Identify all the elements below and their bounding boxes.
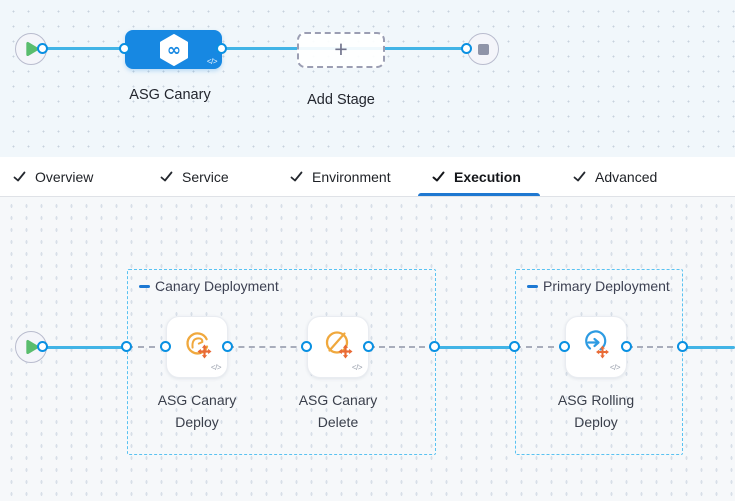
- check-icon: [160, 171, 173, 182]
- stage-config-tabbar: Overview Service Environment Execution A…: [0, 157, 735, 197]
- group-border-port[interactable]: [429, 341, 440, 352]
- dashed-connector: [127, 346, 166, 348]
- active-tab-underline: [418, 192, 540, 196]
- start-node-out-port[interactable]: [37, 43, 48, 54]
- step-asg-canary-delete[interactable]: </>: [307, 316, 369, 378]
- tab-advanced[interactable]: Advanced: [573, 157, 657, 196]
- step-out-port[interactable]: [363, 341, 374, 352]
- asg-canary-delete-icon: [325, 331, 353, 359]
- step-out-port[interactable]: [222, 341, 233, 352]
- collapse-group-icon[interactable]: [527, 284, 538, 288]
- step-in-port[interactable]: [160, 341, 171, 352]
- tab-execution[interactable]: Execution: [432, 157, 521, 196]
- play-icon: [26, 41, 39, 57]
- check-icon: [432, 171, 445, 182]
- end-node-in-port[interactable]: [461, 43, 472, 54]
- add-stage-label: Add Stage: [307, 92, 375, 108]
- tab-label: Environment: [312, 168, 391, 185]
- step-in-port[interactable]: [301, 341, 312, 352]
- tab-overview[interactable]: Overview: [13, 157, 93, 196]
- step-group-canary-deployment[interactable]: Canary Deployment: [127, 269, 436, 455]
- stage-out-port[interactable]: [216, 43, 227, 54]
- dashed-connector: [228, 346, 307, 348]
- flow-line: [43, 346, 127, 349]
- play-icon: [26, 339, 39, 355]
- stage-graph-canvas[interactable]: ∞ </> ASG Canary + Add Stage: [0, 0, 735, 157]
- stage-node-asg-canary[interactable]: ∞ </>: [125, 30, 222, 69]
- group-header: Primary Deployment: [527, 278, 670, 294]
- group-header: Canary Deployment: [139, 278, 279, 294]
- plus-icon: +: [334, 35, 348, 62]
- stage-in-port[interactable]: [119, 43, 130, 54]
- group-border-port[interactable]: [677, 341, 688, 352]
- flow-line: [435, 346, 515, 349]
- step-label: ASG Rolling Deploy: [557, 392, 635, 430]
- step-in-port[interactable]: [559, 341, 570, 352]
- tab-label: Overview: [35, 168, 94, 185]
- stage-label: ASG Canary: [129, 87, 211, 103]
- step-asg-canary-deploy[interactable]: </>: [166, 316, 228, 378]
- stop-icon: [477, 43, 489, 55]
- asg-rolling-deploy-icon: [585, 330, 609, 359]
- group-label: Primary Deployment: [543, 278, 670, 294]
- execution-graph-canvas[interactable]: Canary Deployment Primary Deployment: [0, 197, 735, 501]
- step-label: ASG Canary Delete: [298, 392, 378, 430]
- flow-line: [683, 346, 735, 349]
- dashed-connector: [627, 346, 683, 348]
- step-yaml-toggle-icon[interactable]: </>: [210, 363, 222, 372]
- tab-label: Advanced: [595, 168, 658, 185]
- harness-cd-stage-icon: ∞: [159, 33, 188, 66]
- step-yaml-toggle-icon[interactable]: </>: [609, 363, 621, 372]
- add-stage-button[interactable]: +: [297, 32, 385, 68]
- infinity-glyph: ∞: [166, 40, 180, 60]
- step-out-port[interactable]: [621, 341, 632, 352]
- stage-flow-line: [43, 47, 483, 50]
- tab-label: Execution: [454, 168, 521, 185]
- group-border-port[interactable]: [509, 341, 520, 352]
- asg-canary-deploy-icon: [186, 332, 212, 359]
- pipeline-end-node: [467, 33, 499, 65]
- dashed-connector: [515, 346, 565, 348]
- step-label: ASG Canary Deploy: [157, 392, 237, 430]
- start-out-port[interactable]: [37, 341, 48, 352]
- tab-label: Service: [182, 168, 229, 185]
- collapse-group-icon[interactable]: [139, 284, 150, 288]
- stage-yaml-toggle-icon[interactable]: </>: [206, 57, 218, 66]
- check-icon: [13, 171, 26, 182]
- step-group-primary-deployment[interactable]: Primary Deployment: [515, 269, 683, 455]
- group-label: Canary Deployment: [155, 278, 279, 294]
- tab-service[interactable]: Service: [160, 157, 229, 196]
- step-asg-rolling-deploy[interactable]: </>: [565, 316, 627, 378]
- dashed-connector: [369, 346, 435, 348]
- group-border-port[interactable]: [121, 341, 132, 352]
- check-icon: [573, 171, 586, 182]
- step-yaml-toggle-icon[interactable]: </>: [351, 363, 363, 372]
- check-icon: [290, 171, 303, 182]
- tab-environment[interactable]: Environment: [290, 157, 391, 196]
